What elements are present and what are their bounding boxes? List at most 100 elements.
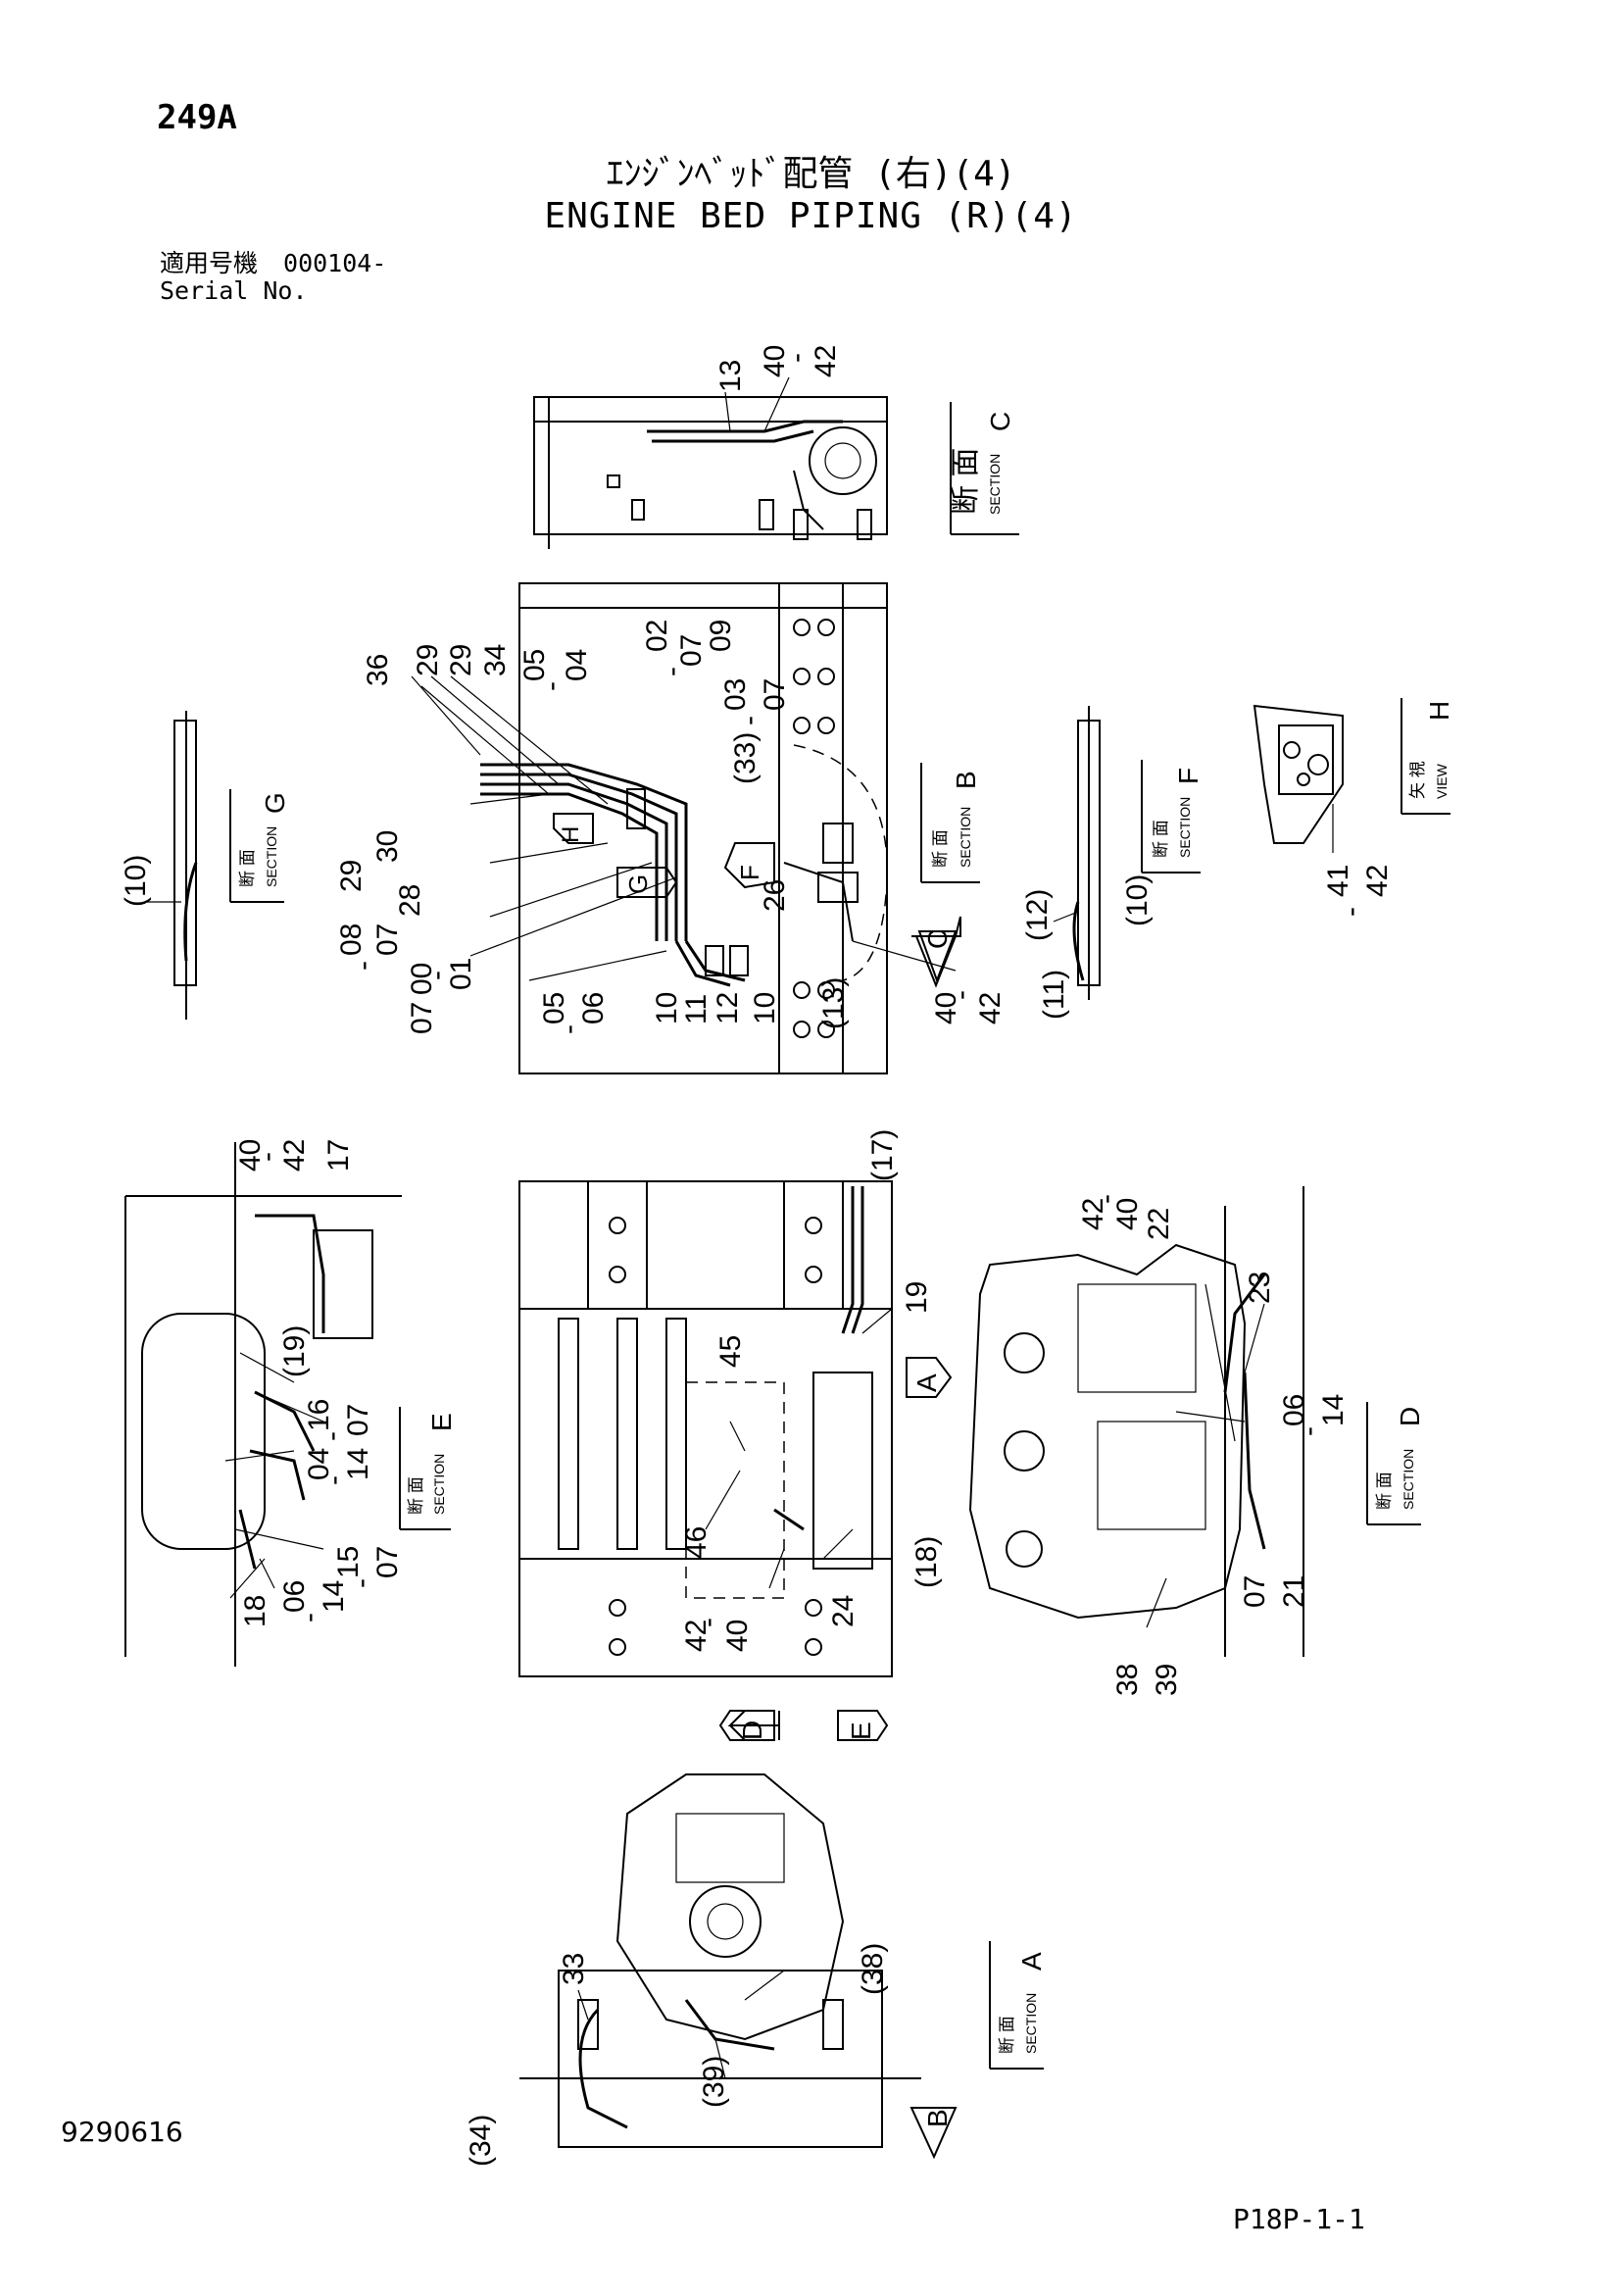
section-c-en: SECTION [987,454,1003,515]
section-d-letter: D [1395,1407,1425,1426]
callout-33: 33 [558,1953,590,1985]
callout-46: 46 [680,1526,713,1559]
callout-05: 05 [518,649,551,681]
arrow-e: E [837,1710,889,1741]
section-d-en: SECTION [1401,1449,1416,1510]
callout-dash: - [293,1613,325,1622]
callout-dash: - [535,681,567,691]
callout-23: 23 [1244,1272,1276,1304]
callout-29b: 29 [445,644,477,676]
callout-12-ref: (12) [1021,889,1054,941]
callout-21: 21 [1278,1575,1310,1608]
serial-label-jp: 適用号機 [160,249,259,277]
section-label-a: 断 面 SECTION A [989,1941,1047,2070]
callout-40: 40 [234,1139,267,1172]
section-f-letter: F [1173,768,1204,784]
frame-outline [518,1180,893,1677]
callout-38-ref: (38) [857,1943,889,1995]
section-d-jp: 断 面 [1375,1472,1394,1510]
callout-13-ref: (13) [817,977,850,1029]
section-a-letter: A [1016,1952,1047,1971]
section-a-view [519,1773,921,2148]
callout-dash: - [420,971,453,980]
section-label-g: 断 面 SECTION G [229,789,290,903]
callout-30: 30 [371,830,404,863]
callout-06: 06 [278,1580,311,1613]
callout-07: 07 [342,1404,374,1436]
callout-42: 42 [1077,1198,1109,1230]
section-f-view [1053,706,1101,1000]
callout-07: 07 [675,634,708,667]
callout-06: 06 [577,992,610,1024]
section-g-jp: 断 面 [238,849,257,887]
callout-07: 07 [371,1546,404,1578]
arrow-c-letter: C [922,929,953,949]
callout-dash: - [692,1618,724,1627]
callout-40: 40 [721,1620,754,1652]
callout-07: 07 [1239,1575,1271,1608]
arrow-f: F [723,842,775,889]
section-label-c: 断 面 SECTION C [950,402,1019,535]
callout-06: 06 [1278,1394,1310,1426]
section-e-letter: E [426,1413,457,1431]
section-label-f: 断 面 SECTION F [1141,760,1204,873]
document-code: 9290616 [61,2116,183,2148]
callout-39-ref: (39) [698,2056,730,2108]
callout-40: 40 [759,345,791,377]
serial-value: 000104- [283,249,387,277]
page-code: P18P-1-1 [1233,2203,1365,2235]
callout-41: 41 [1322,865,1354,897]
callout-10-ref: (10) [120,855,152,907]
callout-39: 39 [1151,1664,1183,1696]
serial-row: 適用号機 000104- [160,250,386,277]
arrow-b: B [909,2107,958,2160]
callout-17: 17 [322,1139,355,1172]
callout-18: 18 [239,1595,271,1627]
callout-12: 12 [712,992,744,1024]
callout-10a: 10 [651,992,683,1024]
callout-dash: - [945,990,977,1000]
frame-outline [533,396,888,535]
section-g-en: SECTION [264,826,279,887]
callout-28: 28 [394,884,426,917]
callout-14: 14 [1317,1394,1350,1426]
section-e-view [124,1142,402,1667]
callout-dash: - [656,667,688,676]
arrow-g-letter: G [623,874,653,894]
callout-dash: - [733,716,765,725]
callout-dash: - [345,1578,377,1588]
callout-34-ref: (34) [465,2115,497,2167]
arrow-d-letter: D [737,1721,767,1740]
callout-13: 13 [714,360,747,392]
section-label-d: 断 面 SECTION D [1366,1402,1425,1525]
callout-14: 14 [318,1580,350,1613]
title-english: ENGINE BED PIPING (R)(4) [544,196,1078,236]
callout-40: 40 [1111,1198,1144,1230]
callout-dash: - [1293,1426,1325,1436]
callout-40: 40 [930,992,962,1024]
callout-42: 42 [1361,865,1394,897]
callout-10-ref: (10) [1121,874,1154,926]
callout-15: 15 [332,1546,365,1578]
callout-17-ref: (17) [866,1129,899,1181]
callout-07: 07 [406,1002,438,1034]
arrow-c: C [911,916,961,988]
section-c-letter: C [985,412,1015,431]
callout-02: 02 [641,620,673,652]
callout-07: 07 [371,923,404,956]
section-f-jp: 断 面 [1152,820,1170,858]
callout-42: 42 [974,992,1007,1024]
section-label-h: 矢 視 VIEW H [1401,698,1454,815]
view-h-jp: 矢 視 [1408,761,1427,799]
section-g-view [147,711,198,1020]
callout-03: 03 [719,678,752,711]
callout-dash: - [318,1475,350,1485]
callout-19: 19 [901,1281,933,1314]
callout-33-ref: (33) [729,732,762,784]
section-f-en: SECTION [1177,797,1193,858]
callout-42: 42 [278,1139,311,1172]
section-c-view [533,376,888,549]
callout-09: 09 [705,620,737,652]
